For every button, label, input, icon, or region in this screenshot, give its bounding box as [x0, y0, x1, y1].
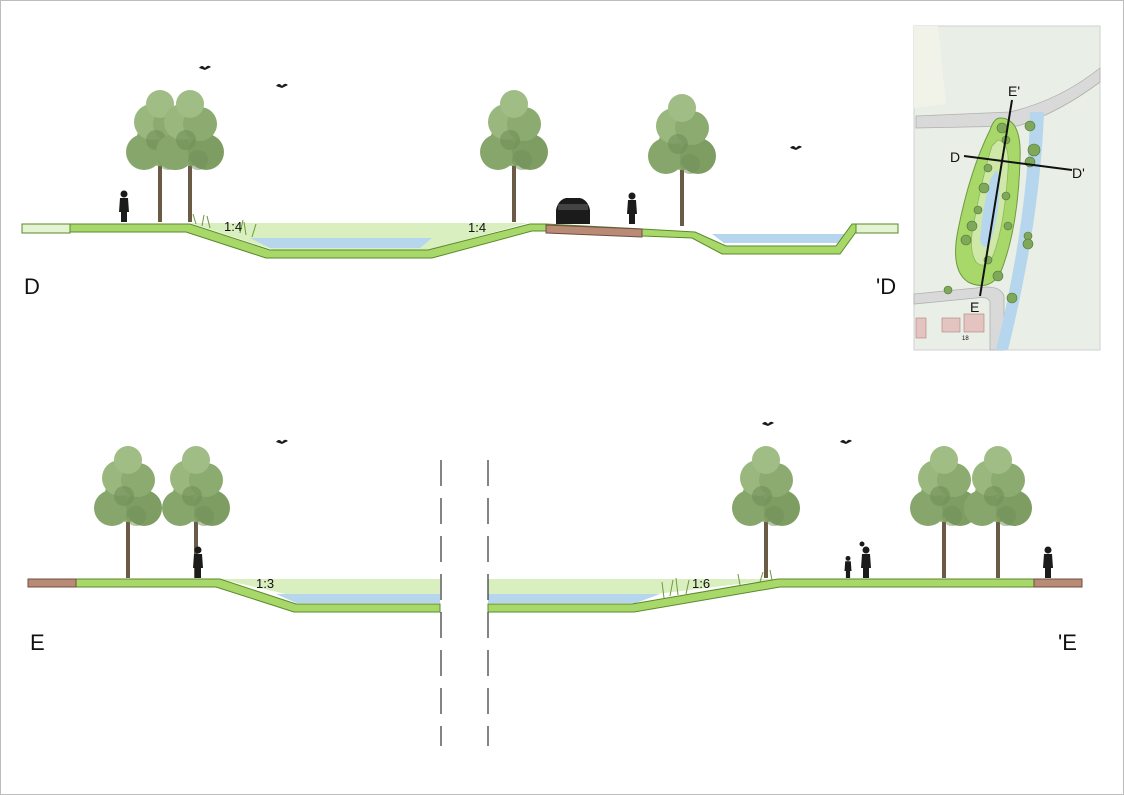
section-d-water-right [712, 234, 848, 243]
key-map: 18 D D' E' E [913, 25, 1101, 351]
section-e-label-left: E [30, 630, 45, 655]
reeds-icon [192, 213, 257, 238]
section-e-path-left [27, 578, 77, 588]
section-e-embankment-right [488, 579, 780, 596]
child-icon [844, 555, 852, 578]
section-e-water-right [488, 594, 660, 603]
section-e-label-right: 'E [1058, 630, 1077, 655]
section-e-path-right [1033, 578, 1083, 588]
bird-icon [790, 145, 802, 150]
person-icon [119, 190, 129, 222]
tree [94, 446, 162, 578]
section-d: 1:4 1:4 D 'D [21, 65, 899, 299]
section-d-label-left: D [24, 274, 40, 299]
key-map-pond-water [980, 170, 1000, 248]
section-d-trees [126, 90, 716, 226]
person-icon [627, 192, 637, 224]
section-d-label-right: 'D [876, 274, 896, 299]
key-map-label-d: D [950, 149, 960, 165]
key-map-label-e-prime: E' [1008, 83, 1020, 99]
bird-icon [199, 65, 211, 70]
tree [732, 446, 800, 578]
bird-icon [762, 421, 774, 426]
cyclist-icon [1043, 546, 1053, 578]
key-map-road-bottom [913, 286, 1005, 351]
section-d-slope-right-label: 1:4 [468, 220, 486, 235]
section-e-embankment-left [220, 579, 440, 596]
section-d-water-left [250, 238, 432, 248]
key-map-cutline-e [979, 99, 1013, 297]
person-icon [861, 546, 871, 578]
section-e-birds [276, 421, 852, 444]
section-d-road [545, 224, 643, 238]
ball-icon [859, 541, 865, 547]
section-e-ground-profile-left [75, 578, 441, 613]
section-e-water-left [276, 594, 440, 603]
tree [648, 94, 716, 226]
section-e-people [193, 546, 1053, 578]
section-d-slope-left-label: 1:4 [224, 219, 242, 234]
section-e-slope-left-label: 1:3 [256, 576, 274, 591]
key-map-label-e: E [970, 299, 979, 315]
section-e-slope-right-label: 1:6 [692, 576, 710, 591]
tree [964, 446, 1032, 578]
section-e-trees [94, 446, 1032, 578]
bird-icon [840, 439, 852, 444]
key-map-field [914, 26, 946, 108]
key-map-cutline-d [963, 155, 1073, 171]
section-e: 1:3 1:6 E 'E [27, 421, 1083, 746]
car-icon [556, 198, 590, 224]
tree [480, 90, 548, 222]
bird-icon [276, 439, 288, 444]
key-map-plot-number: 18 [962, 336, 969, 342]
reeds-icon [661, 569, 773, 599]
key-map-label-d-prime: D' [1072, 165, 1085, 181]
bird-icon [276, 83, 288, 88]
section-d-ground-edge-right [855, 223, 899, 234]
section-d-ground-edge-left [21, 223, 71, 234]
key-map-houses [915, 313, 985, 339]
key-map-ditch [996, 112, 1044, 350]
